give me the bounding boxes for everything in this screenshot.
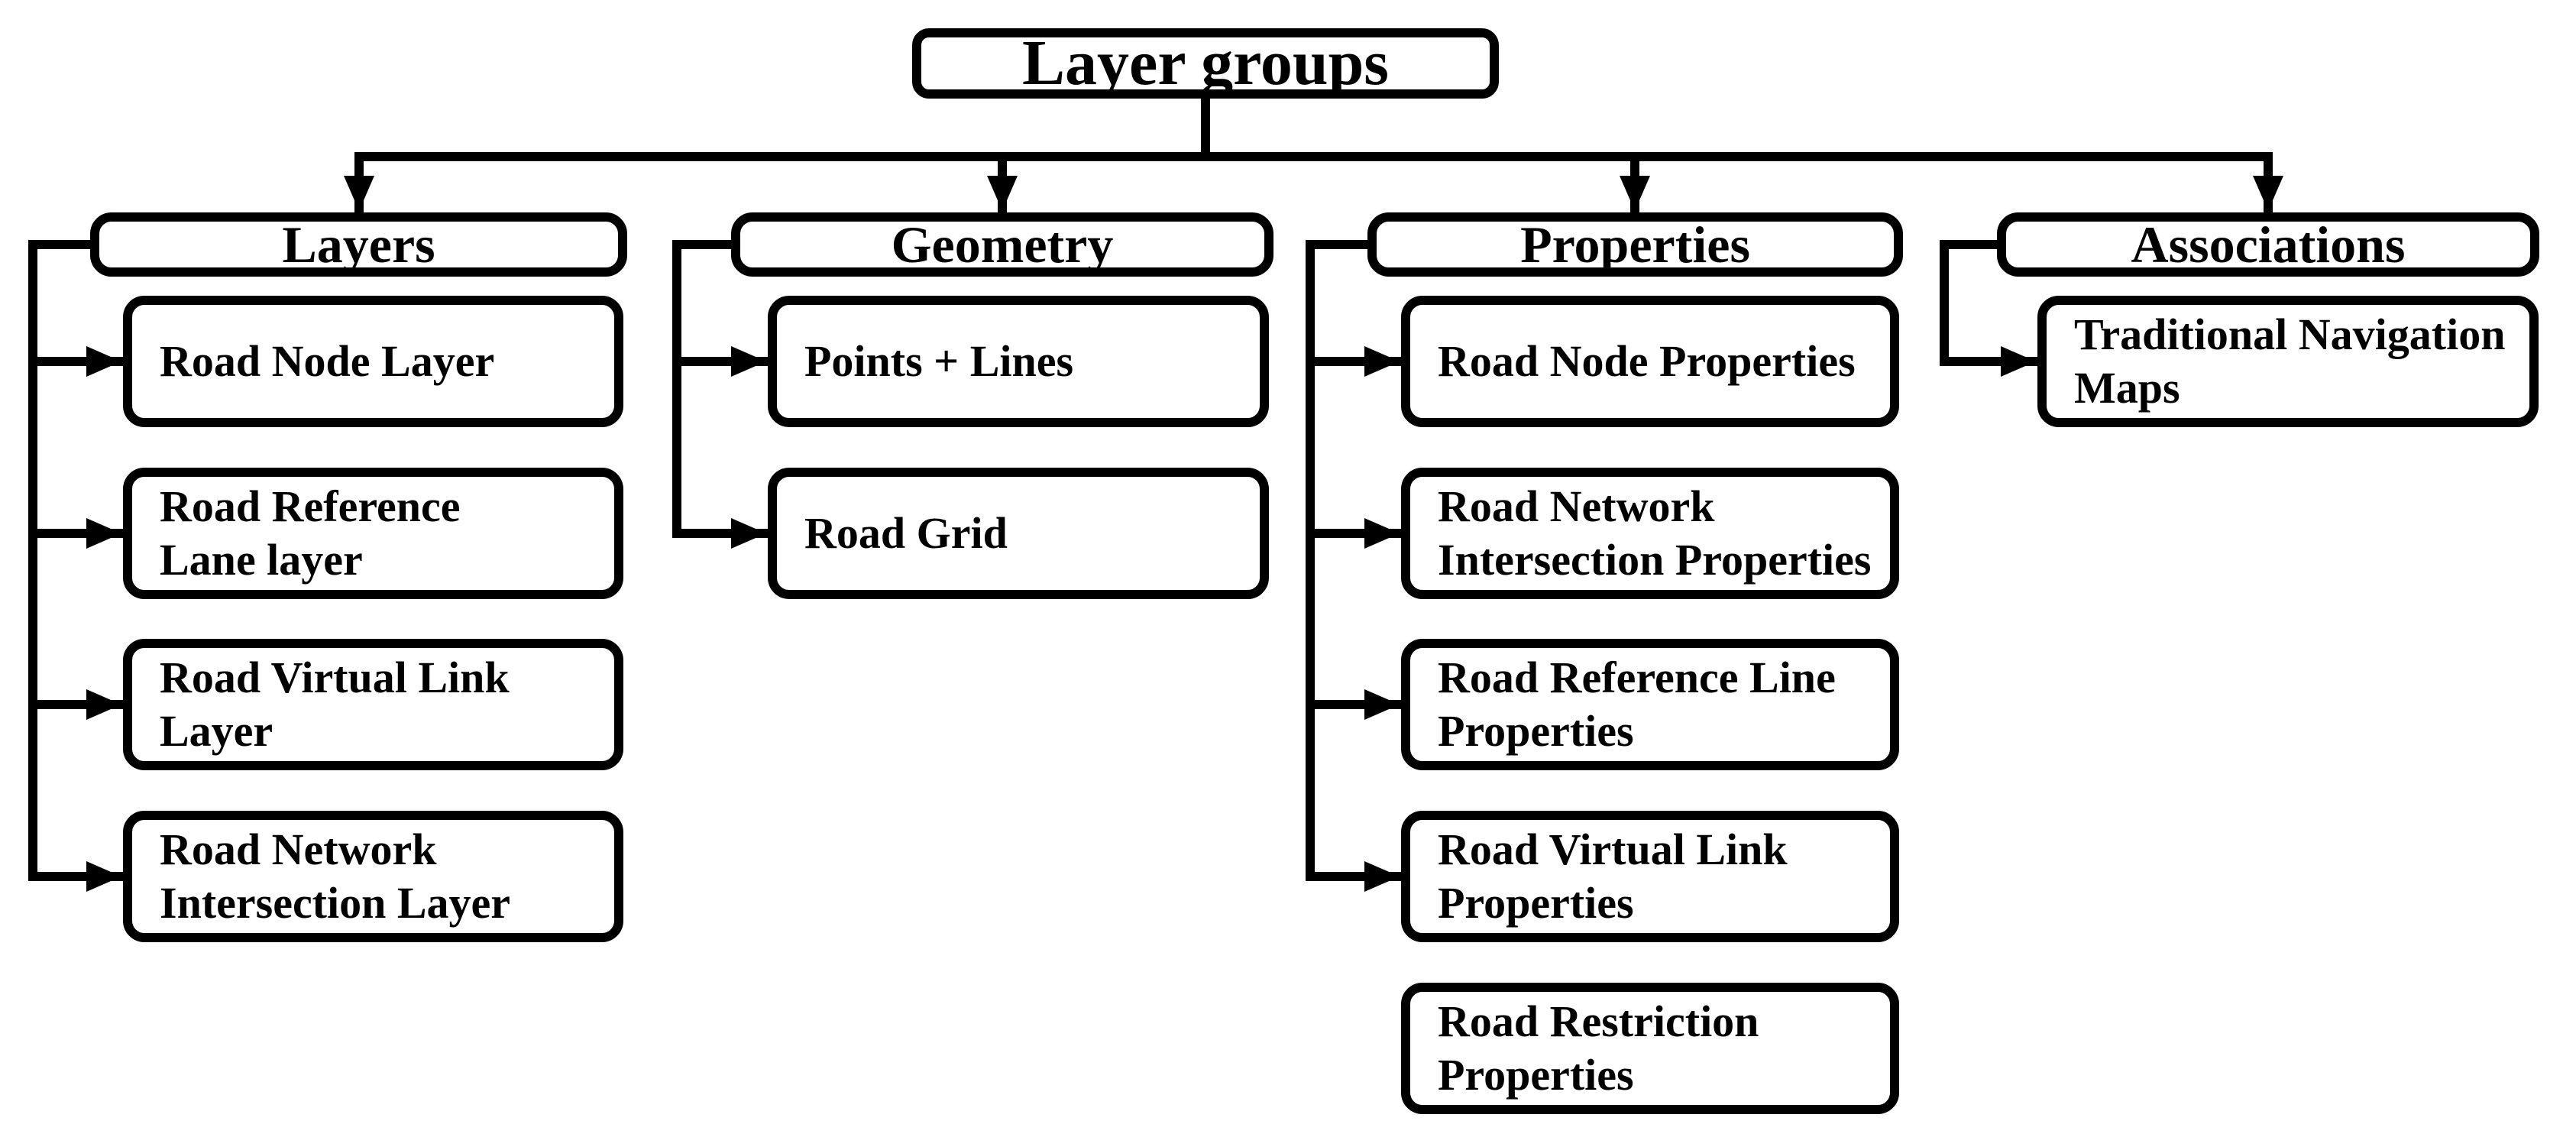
connector-trunk-associations	[1940, 240, 2002, 366]
node-road-grid: Road Grid	[768, 468, 1269, 599]
node-road-network-intersection-layer: Road Network Intersection Layer	[123, 811, 623, 942]
node-road-node-properties: Road Node Properties	[1401, 296, 1899, 427]
group-node-layers: Layers	[90, 212, 627, 277]
node-road-network-intersection-properties: Road Network Intersection Properties	[1401, 468, 1899, 599]
node-road-virtual-link-properties: Road Virtual Link Properties	[1401, 811, 1899, 942]
top-connectors	[344, 92, 2283, 215]
group-node-properties: Properties	[1367, 212, 1903, 277]
node-points-plus-lines: Points + Lines	[768, 296, 1269, 427]
properties-trunk-connectors	[1306, 240, 1404, 892]
root-node-layer-groups: Layer groups	[912, 28, 1499, 99]
connector-trunk-layers	[28, 240, 95, 881]
connector-trunk-geometry	[672, 240, 736, 538]
node-road-node-layer: Road Node Layer	[123, 296, 623, 427]
geometry-trunk-connectors	[672, 240, 771, 549]
node-road-reference-line-properties: Road Reference Line Properties	[1401, 639, 1899, 770]
node-road-virtual-link-layer: Road Virtual Link Layer	[123, 639, 623, 770]
group-node-geometry: Geometry	[731, 212, 1273, 277]
layers-trunk-connectors	[28, 240, 126, 892]
connector-trunk-properties	[1306, 240, 1372, 881]
node-traditional-navigation-maps: Traditional Navigation Maps	[2037, 296, 2539, 427]
node-road-restriction-properties: Road Restriction Properties	[1401, 983, 1899, 1114]
group-node-associations: Associations	[1997, 212, 2539, 277]
node-road-reference-lane-layer: Road Reference Lane layer	[123, 468, 623, 599]
